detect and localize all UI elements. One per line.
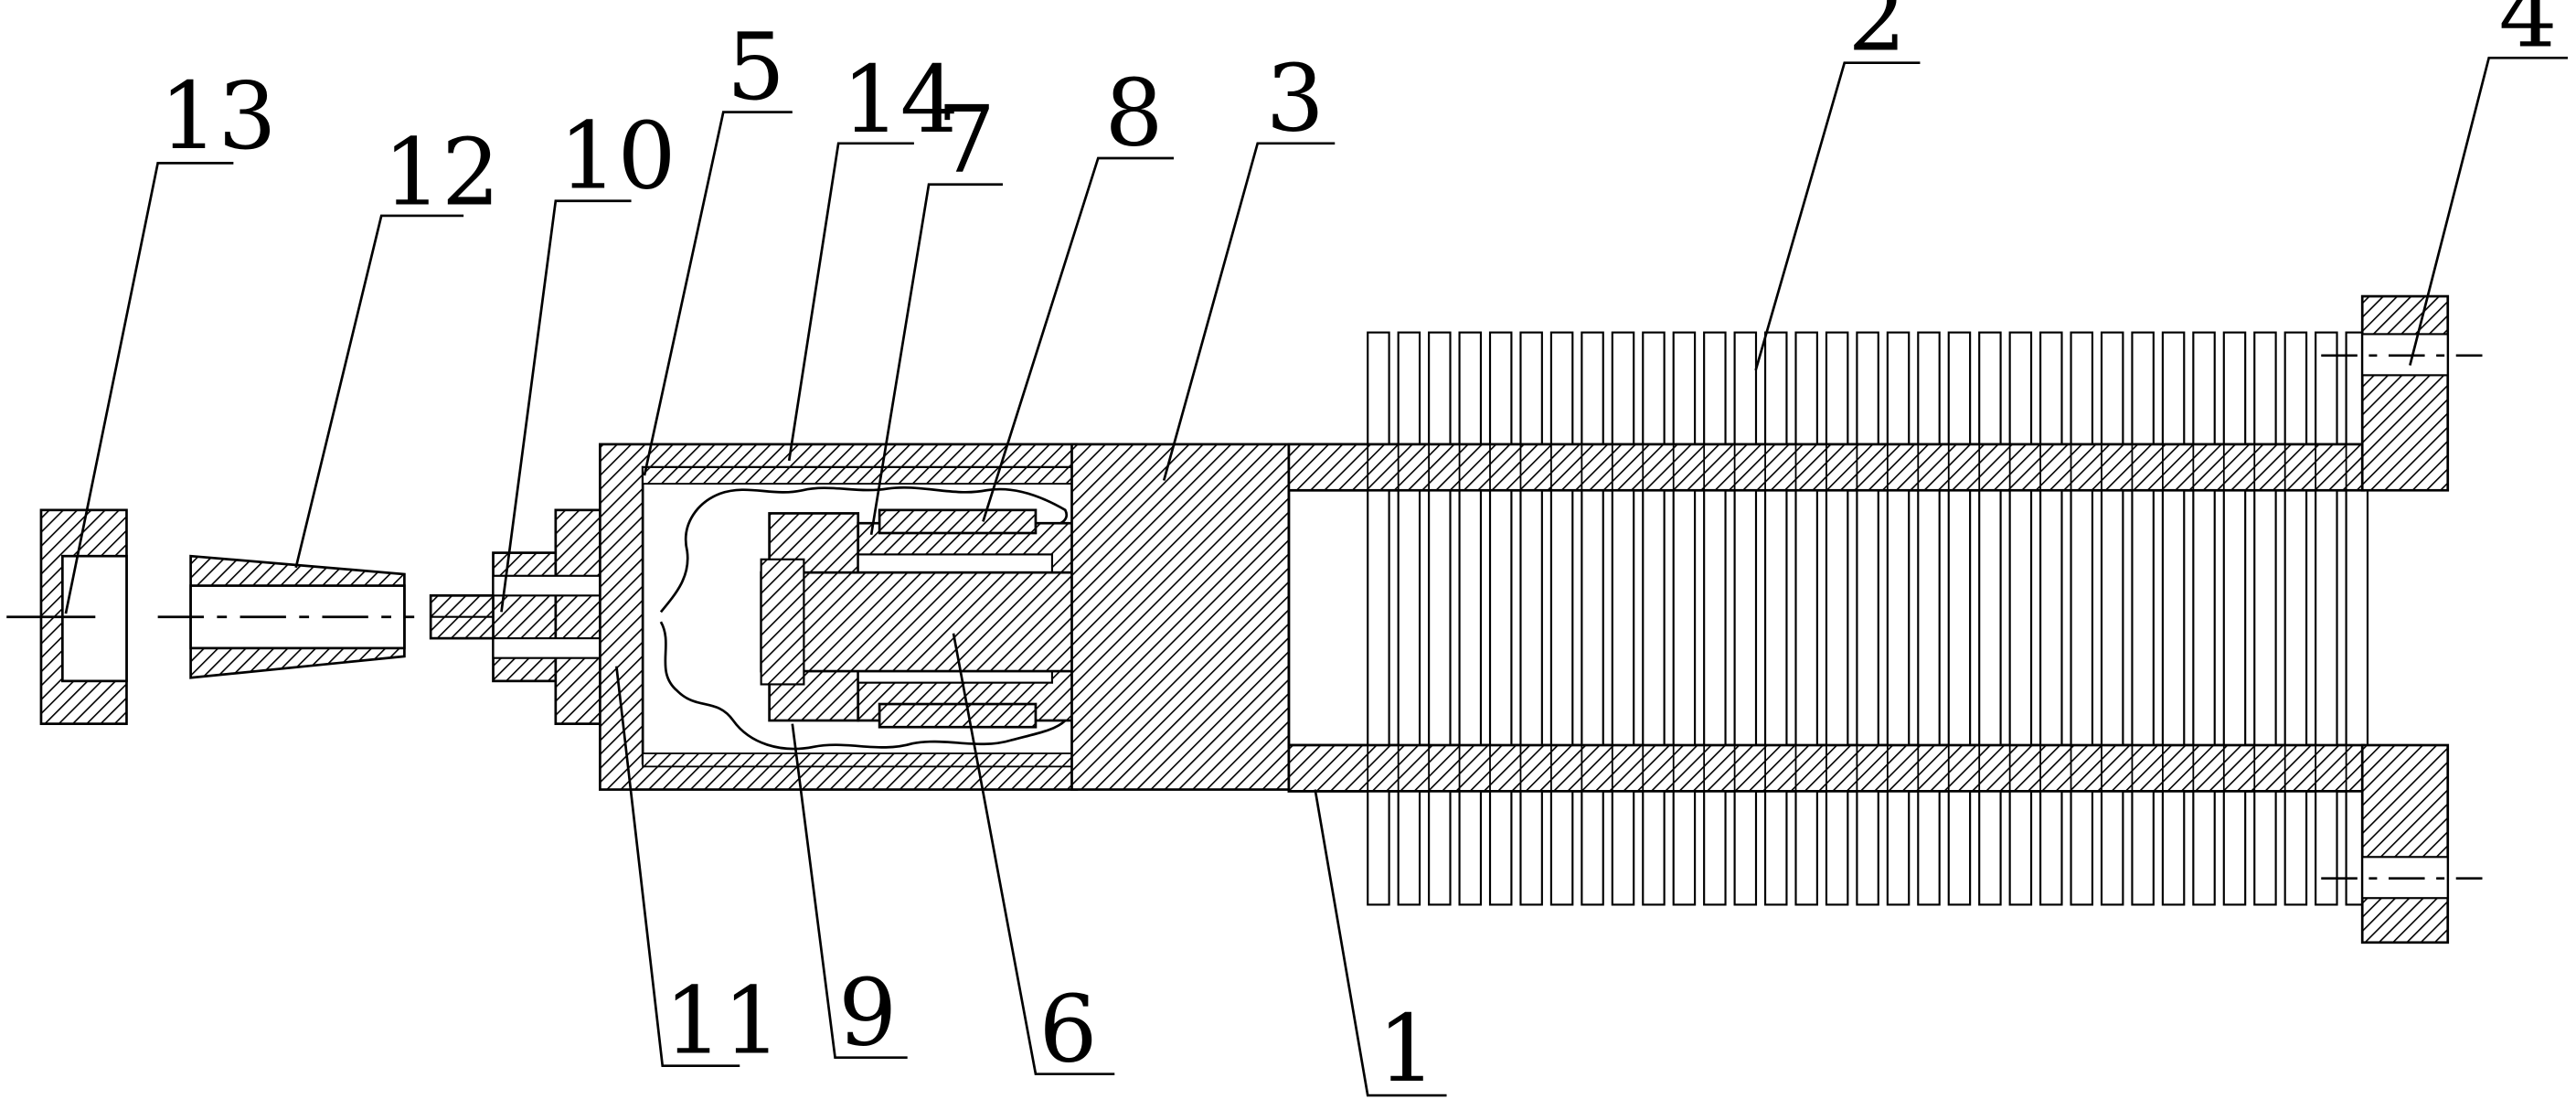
- callout-6: 6: [1039, 976, 1098, 1083]
- part-11-stepped-nozzle: [492, 508, 643, 725]
- callout-10: 10: [559, 102, 676, 209]
- callout-11: 11: [665, 967, 782, 1074]
- fin-plate: [2100, 331, 2124, 906]
- fin-plate: [1794, 331, 1818, 906]
- part-4-flange: [2321, 294, 2483, 944]
- fin-plate: [1672, 331, 1697, 906]
- fin-plate: [2039, 331, 2063, 906]
- part-13-end-cap: [6, 508, 128, 725]
- fin-plate: [2131, 331, 2155, 906]
- fin-plate: [1367, 331, 1390, 906]
- part-2-fins: [1287, 331, 2369, 906]
- fin-plate: [1428, 331, 1452, 906]
- fin-plate: [1642, 331, 1666, 906]
- callout-9: 9: [838, 959, 897, 1066]
- fin-plate: [1886, 331, 1911, 906]
- part-8-seal: [878, 508, 1038, 729]
- callout-12: 12: [383, 119, 500, 226]
- fin-plate: [1488, 331, 1513, 906]
- fin-plate: [2222, 331, 2247, 906]
- callout-3: 3: [1266, 45, 1325, 152]
- fin-plate: [2070, 331, 2094, 906]
- callout-14: 14: [842, 47, 959, 154]
- fin-plate: [1763, 331, 1788, 906]
- fin-plate: [1978, 331, 2002, 906]
- fin-plate: [1733, 331, 1758, 906]
- fin-plate: [2192, 331, 2216, 906]
- part-3-body: [1070, 443, 1291, 791]
- fin-plate: [1581, 331, 1604, 906]
- fin-plate: [1947, 331, 1972, 906]
- fin-plate: [2008, 331, 2033, 906]
- callout-13: 13: [159, 63, 276, 170]
- callout-2: 2: [1847, 0, 1906, 71]
- fin-plate: [1703, 331, 1727, 906]
- fin-plate: [2315, 331, 2338, 906]
- callout-labels: 13 12 10 5 14 7 8 3 2 4 11 9 6 1: [159, 0, 2557, 1099]
- part-12-tapered-ferrule: [157, 554, 415, 679]
- fin-plate: [1856, 331, 1879, 906]
- callout-4: 4: [2498, 0, 2557, 69]
- fin-plate: [1458, 331, 1483, 906]
- fin-plate: [1549, 331, 1574, 906]
- fin-plate: [2283, 331, 2308, 906]
- fin-plate: [1611, 331, 1635, 906]
- callout-8: 8: [1104, 60, 1163, 167]
- fin-plate: [1519, 331, 1543, 906]
- fin-plate: [1917, 331, 1941, 906]
- fin-plate: [2253, 331, 2277, 906]
- fin-plate: [1825, 331, 1849, 906]
- fin-plate: [2161, 331, 2186, 906]
- callout-7: 7: [937, 86, 995, 193]
- callout-5: 5: [727, 14, 785, 121]
- part-14-wavy-fill: [659, 485, 1069, 751]
- leader-lines: [64, 56, 2569, 1097]
- callout-1: 1: [1378, 996, 1436, 1099]
- fin-plate: [1397, 331, 1421, 906]
